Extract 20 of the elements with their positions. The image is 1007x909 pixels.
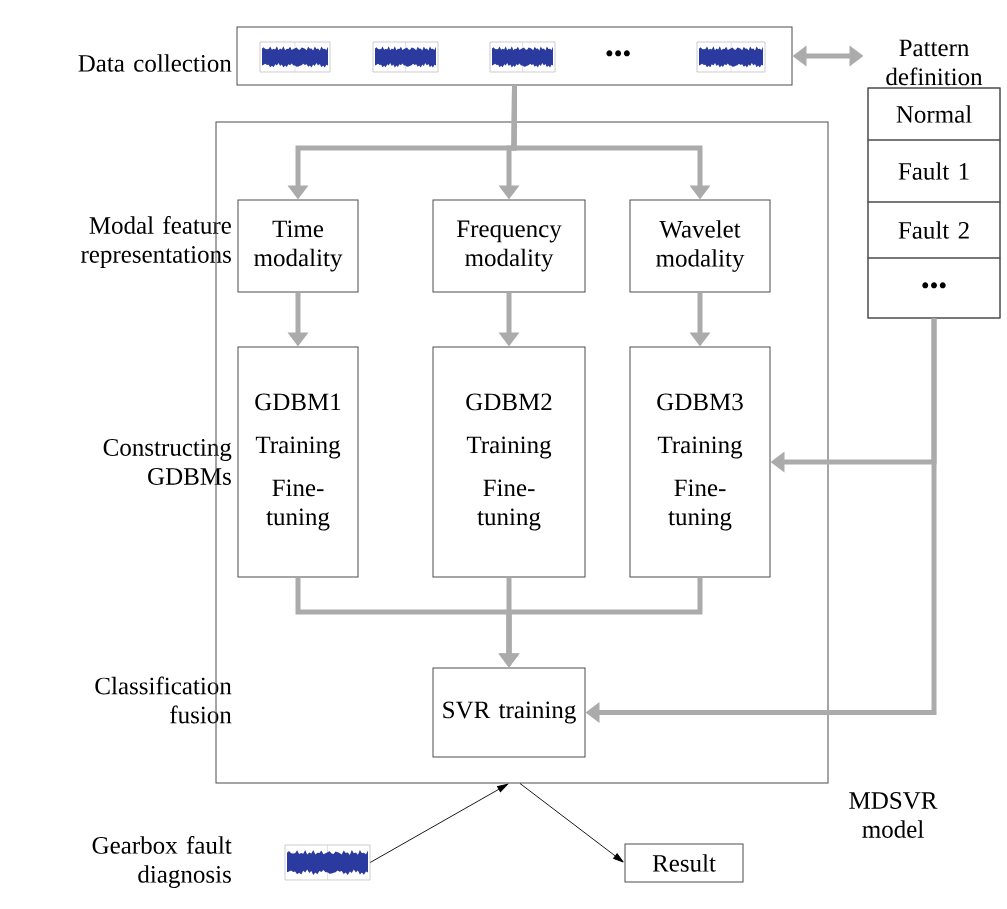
process-box: GDBM2 Training Fine-tuning xyxy=(432,346,586,578)
table-cell: Normal xyxy=(867,87,1001,141)
process-box: SVR training xyxy=(432,667,586,758)
node-label: MDSVR model xyxy=(849,792,938,838)
row-label: Classification fusion xyxy=(95,676,232,724)
arrow xyxy=(369,783,509,863)
process-box: GDBM1 Training Fine-tuning xyxy=(237,346,359,578)
process-box: Frequency modality xyxy=(432,199,586,293)
data-collection-box: ••• xyxy=(236,26,793,86)
table-cell: Fault 1 xyxy=(867,139,1001,203)
signal-waveform-drawing xyxy=(284,844,371,881)
table-cell: Fault 2 xyxy=(867,201,1001,259)
process-box: GDBM3 Training Fine-tuning xyxy=(629,346,771,578)
arrow xyxy=(519,783,624,863)
process-box: Wavelet modality xyxy=(629,199,771,293)
process-box: Time modality xyxy=(237,199,359,293)
node-label: Pattern definition xyxy=(886,39,983,86)
table-cell: ••• xyxy=(867,257,1001,319)
process-box: Result xyxy=(624,843,744,883)
row-label: Gearbox fault diagnosis xyxy=(92,836,232,888)
